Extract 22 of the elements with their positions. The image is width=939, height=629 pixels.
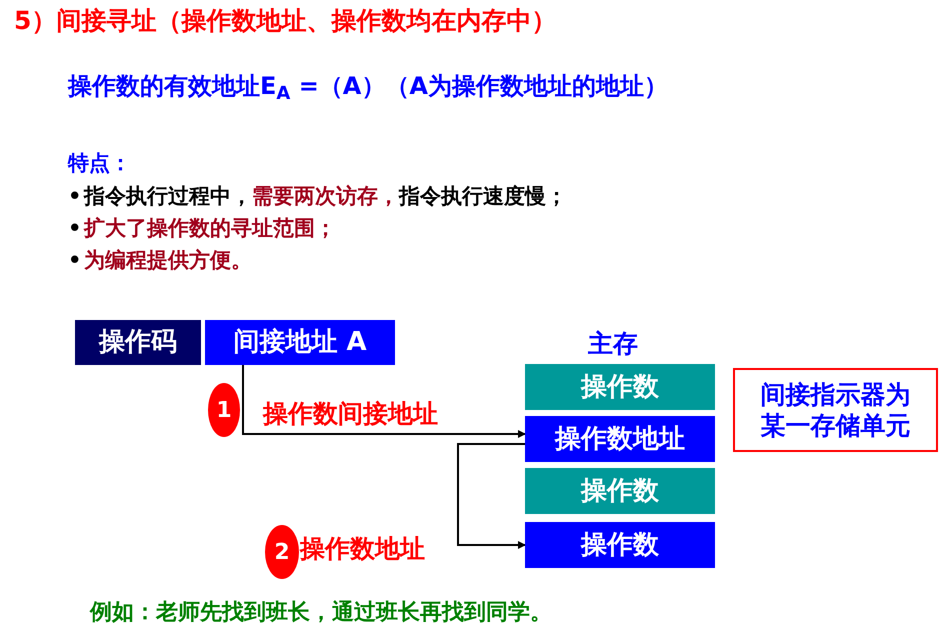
opcode-field: 操作码	[75, 320, 201, 365]
connector-arrow	[457, 443, 526, 549]
bullet-text: 为编程提供方便。	[84, 247, 252, 274]
memory-cell: 操作数	[525, 364, 715, 410]
memory-cell: 操作数	[525, 522, 715, 568]
slide-title: 5）间接寻址（操作数地址、操作数均在内存中）	[14, 5, 556, 37]
bullet-text: 指令执行过程中，需要两次访存，指令执行速度慢；	[84, 183, 567, 210]
memory-cell: 操作数	[525, 468, 715, 514]
formula: 操作数的有效地址E$_{A}$ =（A）（A为操作数地址的地址）	[68, 71, 668, 104]
bullet-marker: •	[68, 183, 82, 210]
note-box: 间接指示器为某一存储单元	[733, 368, 938, 452]
bullet-marker: •	[68, 215, 82, 242]
address-field: 间接地址 A	[205, 320, 395, 365]
bullet-text: 扩大了操作数的寻址范围；	[84, 215, 336, 242]
memory-cell: 操作数地址	[525, 416, 715, 462]
section-heading: 特点：	[68, 150, 131, 177]
memory-heading: 主存	[588, 328, 638, 360]
caption: 例如：老师先找到班长，通过班长再找到同学。	[90, 599, 552, 627]
step-number-badge: 2	[265, 525, 299, 579]
step-number-badge: 1	[208, 383, 240, 437]
bullet-marker: •	[68, 247, 82, 274]
connector-arrow	[242, 365, 526, 438]
